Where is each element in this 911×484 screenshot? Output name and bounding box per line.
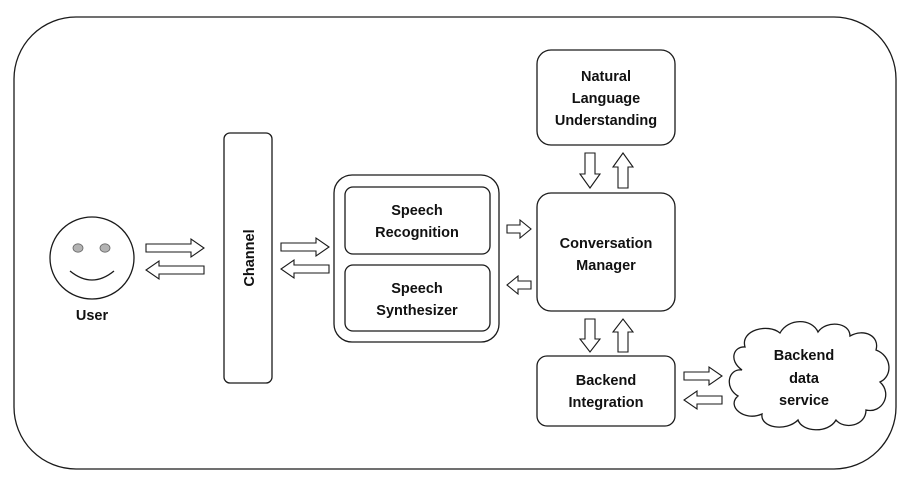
speech-to-channel-arrow — [280, 258, 330, 280]
speech-synthesizer-line2: Synthesizer — [376, 303, 458, 319]
backend-data-service-cloud — [728, 320, 890, 431]
channel-to-speech-arrow — [280, 236, 330, 258]
channel-to-user-arrow — [145, 259, 205, 281]
data-service-to-integration-arrow — [683, 389, 723, 411]
nlu-line3: Understanding — [555, 113, 657, 129]
manager-to-nlu-arrow — [611, 152, 635, 189]
user-to-channel-arrow — [145, 237, 205, 259]
speech-recognition-line2: Recognition — [375, 225, 459, 241]
speech-synthesizer-line1: Speech — [391, 281, 443, 297]
user-left-eye — [72, 243, 84, 253]
user-smile — [69, 270, 115, 281]
recognition-to-manager-arrow — [506, 218, 532, 240]
user-right-eye — [99, 243, 111, 253]
integration-to-data-service-arrow — [683, 365, 723, 387]
backend-data-service-line1: Backend — [774, 348, 834, 364]
nlu-to-manager-arrow — [578, 152, 602, 189]
manager-to-synthesizer-arrow — [506, 274, 532, 296]
manager-to-integration-arrow — [578, 318, 602, 353]
backend-integration-line2: Integration — [569, 395, 644, 411]
user-label: User — [76, 308, 109, 324]
nlu-line1: Natural — [581, 69, 631, 85]
channel-box — [223, 132, 273, 384]
integration-to-manager-arrow — [611, 318, 635, 353]
user-face — [49, 216, 135, 300]
backend-data-service-line3: service — [779, 393, 829, 409]
nlu-box — [536, 49, 676, 146]
backend-data-service-line2: data — [789, 371, 820, 387]
speech-synthesizer-box — [344, 264, 491, 332]
backend-integration-box — [536, 355, 676, 427]
conversation-manager-line1: Conversation — [560, 236, 653, 252]
nlu-line2: Language — [572, 91, 640, 107]
channel-label: Channel — [242, 229, 258, 286]
speech-recognition-box — [344, 186, 491, 255]
backend-integration-line1: Backend — [576, 373, 636, 389]
conversation-manager-line2: Manager — [576, 258, 636, 274]
user-icon — [49, 216, 135, 300]
speech-recognition-line1: Speech — [391, 203, 443, 219]
conversation-manager-box — [536, 192, 676, 312]
